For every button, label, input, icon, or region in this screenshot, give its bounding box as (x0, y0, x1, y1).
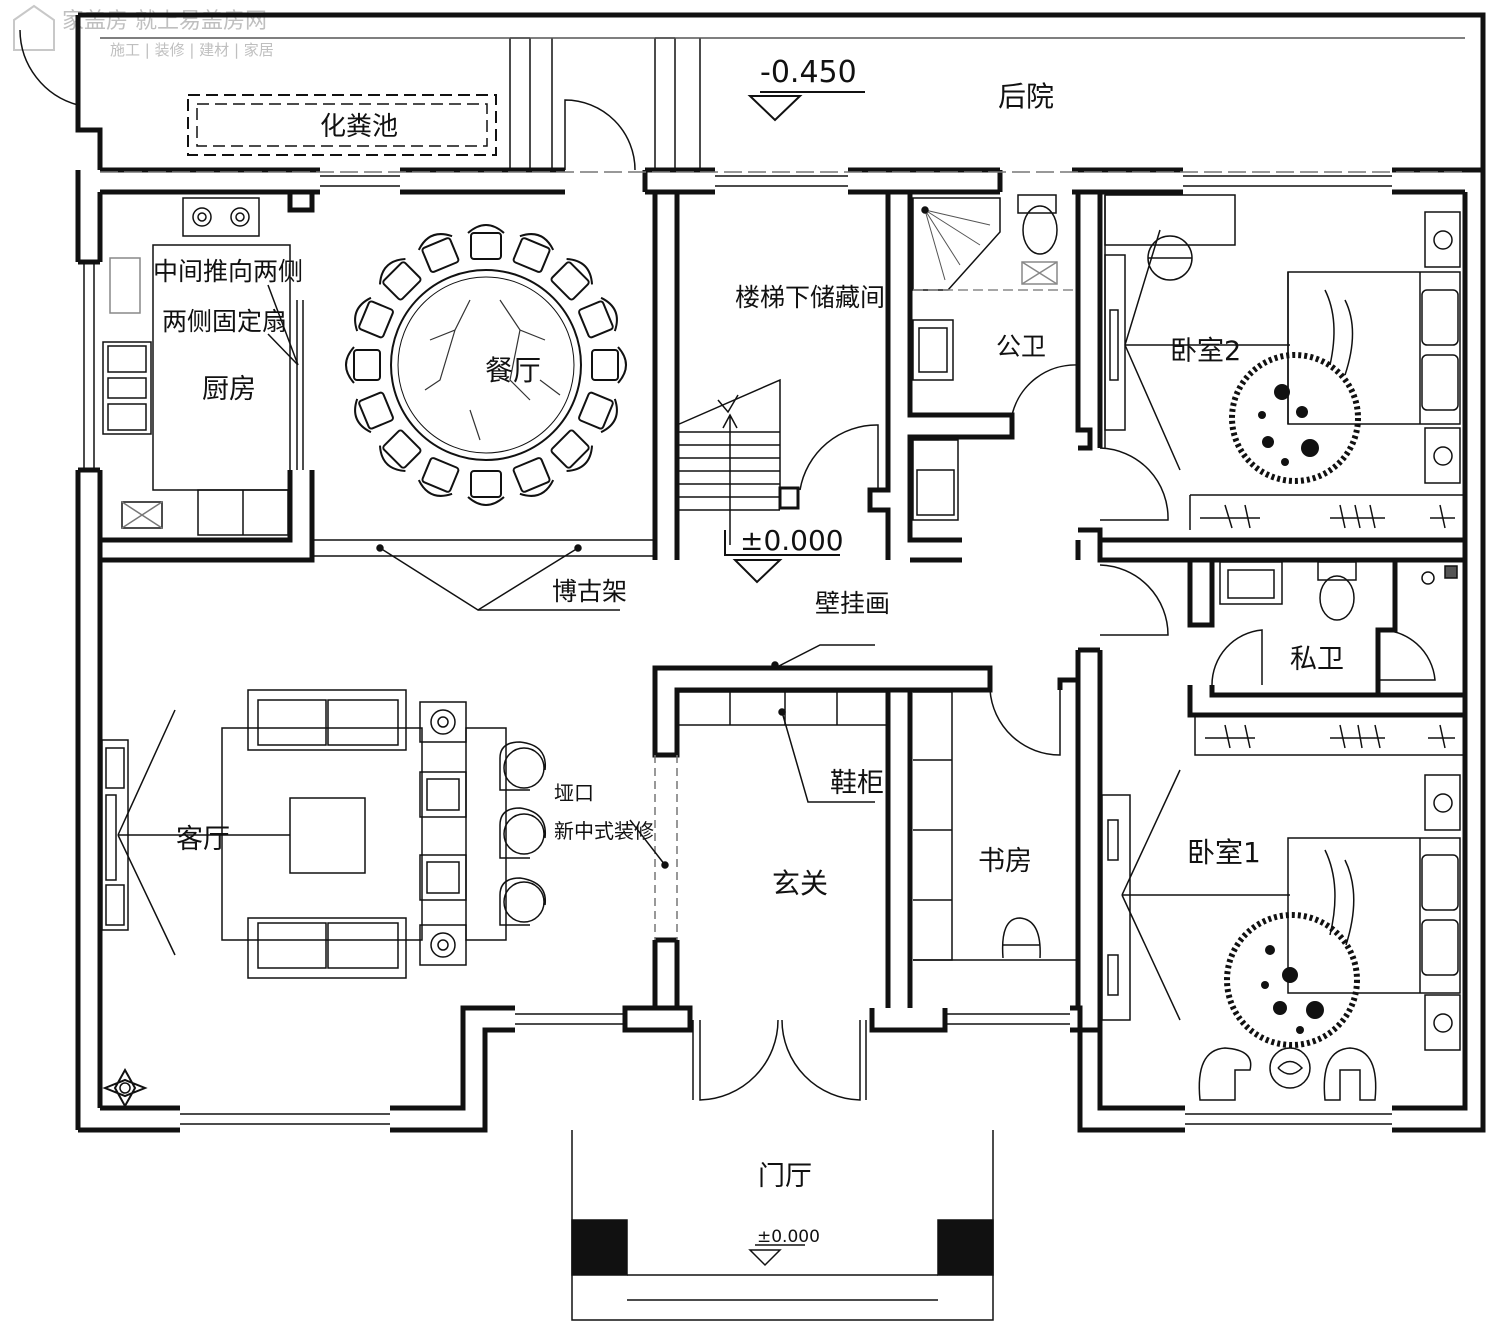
dining-chair (348, 387, 396, 437)
foyer-furniture (677, 644, 888, 803)
dining-chair (467, 470, 505, 506)
label-public-wc: 公卫 (996, 332, 1046, 361)
note-shelf: 博古架 (552, 577, 627, 606)
doors (19, 29, 1436, 1101)
dining-chair (547, 426, 599, 478)
porch (571, 1130, 994, 1321)
dining-chair (348, 293, 396, 343)
dining-chair (508, 455, 558, 503)
rug-dots-1 (1261, 945, 1324, 1034)
level-porch: ±0.000 (757, 1227, 820, 1247)
rug-dots-2 (1258, 384, 1319, 466)
study-furniture (913, 691, 1078, 961)
septic-tank: 化粪池 (187, 94, 497, 156)
living-furniture (101, 689, 547, 1109)
dining-table (390, 269, 582, 461)
label-living: 客厅 (176, 824, 230, 855)
public-wc (912, 194, 1078, 521)
backyard-wall (78, 12, 1486, 170)
walls (75, 12, 1486, 1133)
label-porch: 门厅 (758, 1161, 812, 1192)
bedroom1-furniture (1101, 714, 1465, 1101)
label-foyer: 玄关 (772, 867, 828, 900)
bedroom2-furniture (1104, 194, 1466, 530)
dining-chair (414, 227, 464, 275)
label-backyard: 后院 (998, 80, 1054, 113)
note-painting: 壁挂画 (815, 589, 890, 618)
windows (83, 37, 1465, 1125)
kitchen (102, 197, 291, 536)
level-backyard: -0.450 (760, 55, 857, 90)
watermark-line2: 施工 | 装修 | 建材 | 家居 (110, 41, 274, 59)
label-kitchen: 厨房 (202, 374, 256, 405)
label-private-wc: 私卫 (1290, 644, 1344, 675)
dining-chair (373, 426, 425, 478)
label-dining: 餐厅 (485, 354, 541, 387)
level-hall: ±0.000 (740, 524, 844, 557)
label-study: 书房 (978, 846, 1032, 877)
note-shoe-cabinet: 鞋柜 (830, 768, 884, 799)
hall-level: ±0.000 (724, 524, 844, 584)
note-archway-2: 新中式装修 (554, 819, 654, 843)
backyard-level: -0.450 后院 (747, 55, 1054, 122)
label-septic: 化粪池 (320, 112, 398, 142)
dining-chair (373, 252, 425, 304)
label-bedroom2: 卧室2 (1170, 336, 1241, 367)
note-kitchen-door-2: 两侧固定扇 (162, 307, 287, 336)
private-wc (1219, 561, 1458, 621)
dining-chair (467, 224, 505, 260)
dining-chair (576, 387, 624, 437)
stairs (676, 378, 800, 545)
display-shelf (312, 539, 655, 611)
label-storage: 楼梯下储藏间 (735, 283, 885, 312)
dining-chair (591, 346, 627, 384)
note-kitchen-door-1: 中间推向两侧 (153, 257, 303, 286)
dining-chair (508, 227, 558, 275)
dining-chair (547, 252, 599, 304)
dining-chair (414, 455, 464, 503)
dining-chair (345, 346, 381, 384)
note-archway-1: 垭口 (554, 781, 594, 805)
label-bedroom1: 卧室1 (1187, 836, 1261, 869)
dining-chair (576, 293, 624, 343)
